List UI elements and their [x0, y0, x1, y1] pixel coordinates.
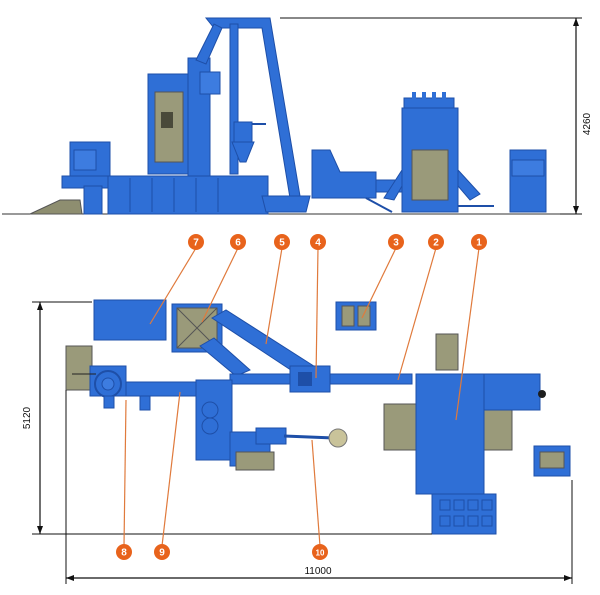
side-press-tower — [147, 57, 221, 177]
side-loader — [311, 149, 405, 213]
width-dimension: 5120 — [22, 301, 432, 535]
callout-1-label: 1 — [476, 238, 482, 249]
callout-6-label: 6 — [235, 238, 241, 249]
side-control-cabinet — [509, 149, 547, 213]
side-elevation-view: 4260 — [2, 17, 593, 215]
callout-5-label: 5 — [279, 238, 285, 249]
callout-leaders — [123, 247, 480, 547]
callout-8: 8 — [116, 544, 132, 560]
callout-10: 10 — [312, 544, 328, 560]
plan-unit-10 — [255, 427, 348, 448]
height-dimension-label: 4260 — [582, 112, 593, 135]
length-dimension-label: 11000 — [304, 566, 332, 577]
callout-4: 4 — [310, 234, 326, 250]
plan-unit-1 — [383, 333, 546, 535]
plan-unit-8 — [65, 345, 127, 409]
callout-4-label: 4 — [315, 238, 321, 249]
callout-10-label: 10 — [316, 549, 325, 558]
side-base-frame — [107, 175, 269, 215]
callout-7: 7 — [188, 234, 204, 250]
callout-8-label: 8 — [121, 548, 127, 559]
length-dimension: 11000 — [65, 390, 573, 584]
plan-unit-7 — [93, 299, 167, 341]
side-base-panels — [129, 178, 219, 212]
side-hopper — [231, 121, 266, 163]
plan-center-cluster — [195, 379, 275, 471]
callout-6: 6 — [230, 234, 246, 250]
callout-9: 9 — [154, 544, 170, 560]
callout-9-label: 9 — [159, 548, 165, 559]
plan-view: 5120 11000 — [22, 299, 573, 584]
height-dimension: 4260 — [280, 17, 593, 215]
side-feeder-unit — [29, 141, 111, 215]
side-arch-conveyor — [195, 17, 311, 213]
width-dimension-label: 5120 — [22, 406, 33, 429]
callout-markers: 1 2 3 4 5 6 7 8 — [116, 234, 487, 560]
callout-1: 1 — [471, 234, 487, 250]
callout-5: 5 — [274, 234, 290, 250]
callout-3-label: 3 — [393, 238, 399, 249]
callout-3: 3 — [388, 234, 404, 250]
callout-2: 2 — [428, 234, 444, 250]
side-right-press — [383, 92, 494, 213]
callout-7-label: 7 — [193, 238, 199, 249]
callout-2-label: 2 — [433, 238, 439, 249]
